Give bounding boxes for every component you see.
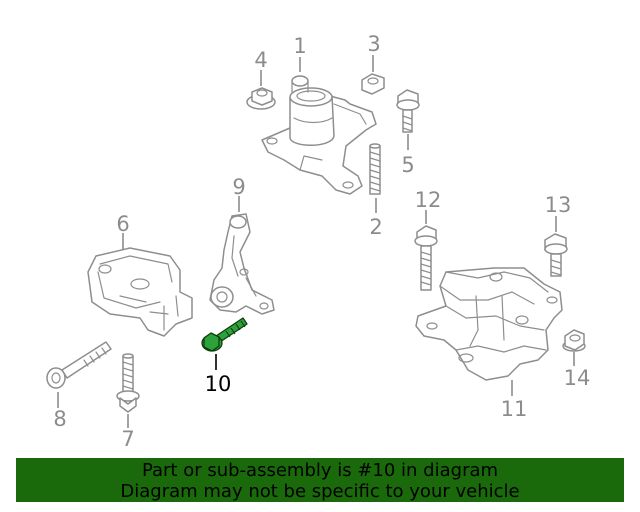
callout-2: 2 xyxy=(369,215,382,239)
callout-labels: 1 2 3 4 5 6 7 8 9 10 11 12 13 14 xyxy=(53,32,590,451)
part-6-mount-bracket[interactable] xyxy=(87,247,193,337)
part-2-stud[interactable] xyxy=(369,143,381,195)
banner-line-1: Part or sub-assembly is #10 in diagram xyxy=(141,460,499,481)
callout-8: 8 xyxy=(53,407,66,431)
callout-1: 1 xyxy=(293,34,306,58)
part-11-transmission-mount[interactable] xyxy=(415,267,563,381)
part-13-bolt[interactable] xyxy=(544,233,568,277)
part-5-bolt[interactable] xyxy=(396,89,420,133)
part-4-flange-nut[interactable] xyxy=(246,87,276,110)
callout-10-highlighted: 10 xyxy=(205,372,232,396)
notice-banner: Part or sub-assembly is #10 in diagram D… xyxy=(16,458,624,502)
callout-4: 4 xyxy=(254,48,267,72)
part-9-torque-link[interactable] xyxy=(209,213,275,315)
callout-3: 3 xyxy=(367,32,380,56)
part-12-bolt[interactable] xyxy=(414,225,438,291)
callout-5: 5 xyxy=(401,153,414,177)
leader-lines xyxy=(57,55,575,428)
callout-13: 13 xyxy=(545,193,572,217)
callout-9: 9 xyxy=(232,175,245,199)
callout-14: 14 xyxy=(564,366,591,390)
part-1-engine-mount[interactable] xyxy=(261,75,377,195)
banner-line-2: Diagram may not be specific to your vehi… xyxy=(120,481,520,502)
part-8-long-bolt[interactable] xyxy=(46,341,112,389)
part-10-bolt-highlighted[interactable] xyxy=(201,317,248,352)
callout-12: 12 xyxy=(415,188,442,212)
part-14-nut[interactable] xyxy=(562,329,586,352)
part-7-bolt[interactable] xyxy=(116,353,140,413)
part-3-nut[interactable] xyxy=(361,73,385,95)
callout-11: 11 xyxy=(501,397,528,421)
callout-7: 7 xyxy=(121,427,134,451)
callout-6: 6 xyxy=(116,212,129,236)
